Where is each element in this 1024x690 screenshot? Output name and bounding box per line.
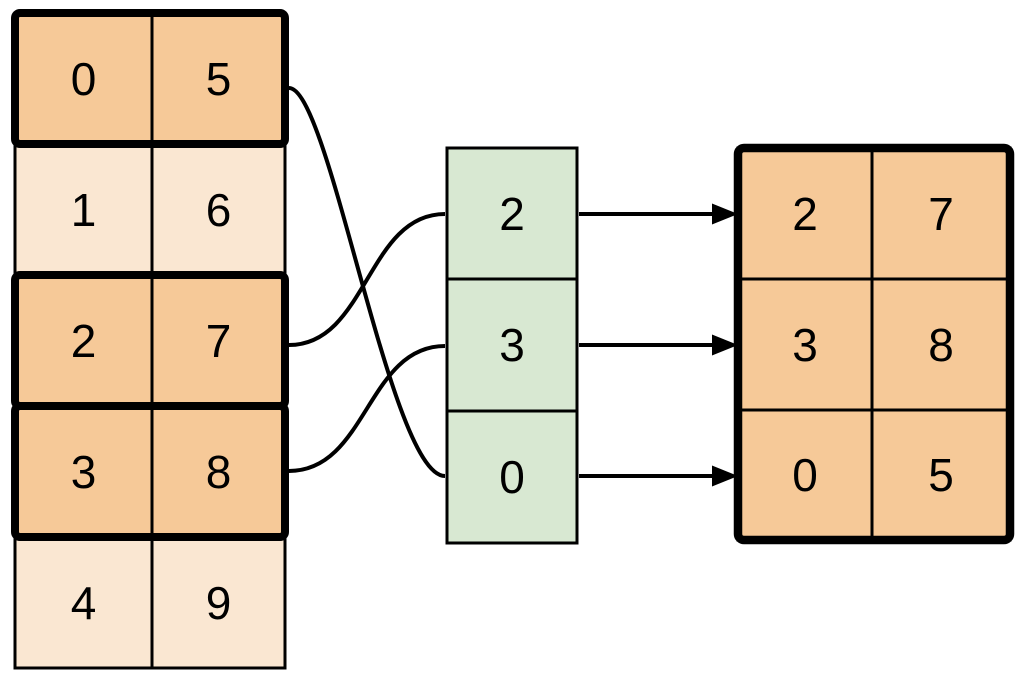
result-cell-text-r1c0: 3 — [792, 319, 818, 371]
source-table: 0 5 1 6 2 7 3 8 4 9 — [11, 9, 289, 670]
source-cell-r0c1 — [150, 11, 287, 146]
connector-source-row2-to-index-2 — [288, 212, 446, 347]
source-cell-text-r1c1: 6 — [206, 184, 232, 236]
result-cell-r1c1 — [870, 277, 1012, 412]
source-cell-text-r4c1: 9 — [206, 577, 232, 629]
index-cell-1 — [445, 277, 579, 413]
result-cell-text-r0c0: 2 — [792, 188, 818, 240]
index-cell-0 — [445, 146, 579, 281]
connectors — [288, 86, 446, 478]
arrows — [579, 203, 738, 487]
source-cell-text-r3c1: 8 — [206, 446, 232, 498]
source-cell-text-r1c0: 1 — [71, 184, 97, 236]
result-cell-text-r0c1: 7 — [928, 188, 954, 240]
source-row0-highlight-outline — [11, 9, 289, 148]
index-column: 2 3 0 — [445, 146, 579, 545]
result-cell-text-r2c1: 5 — [928, 449, 954, 501]
source-cell-text-r2c0: 2 — [71, 315, 97, 367]
source-row3-highlight-outline — [11, 402, 289, 541]
connector-source-row0-to-index-0 — [288, 86, 446, 478]
result-cell-r1c0 — [736, 277, 874, 412]
index-cell-2 — [445, 409, 579, 545]
result-table-outline — [733, 143, 1015, 545]
arrow-head-result-row1 — [712, 334, 738, 356]
source-cell-r2c1 — [150, 273, 287, 408]
source-cell-text-r0c1: 5 — [206, 53, 232, 105]
source-cell-r4c1 — [150, 535, 287, 670]
source-cell-r1c0 — [13, 142, 154, 277]
source-cell-text-r4c0: 4 — [71, 577, 97, 629]
arrow-head-result-row0 — [712, 203, 738, 225]
source-cell-text-r0c0: 0 — [71, 53, 97, 105]
result-cell-text-r1c1: 8 — [928, 319, 954, 371]
result-cell-text-r2c0: 0 — [792, 449, 818, 501]
source-cell-text-r2c1: 7 — [206, 315, 232, 367]
result-table: 2 7 3 8 0 5 — [733, 143, 1015, 545]
connector-source-row3-to-index-3 — [288, 344, 446, 473]
index-cell-text-2: 0 — [499, 451, 525, 503]
source-cell-r1c1 — [150, 142, 287, 277]
arrow-head-result-row2 — [712, 465, 738, 487]
index-cell-text-0: 2 — [499, 188, 525, 240]
index-cell-text-1: 3 — [499, 319, 525, 371]
source-cell-text-r3c0: 3 — [71, 446, 97, 498]
